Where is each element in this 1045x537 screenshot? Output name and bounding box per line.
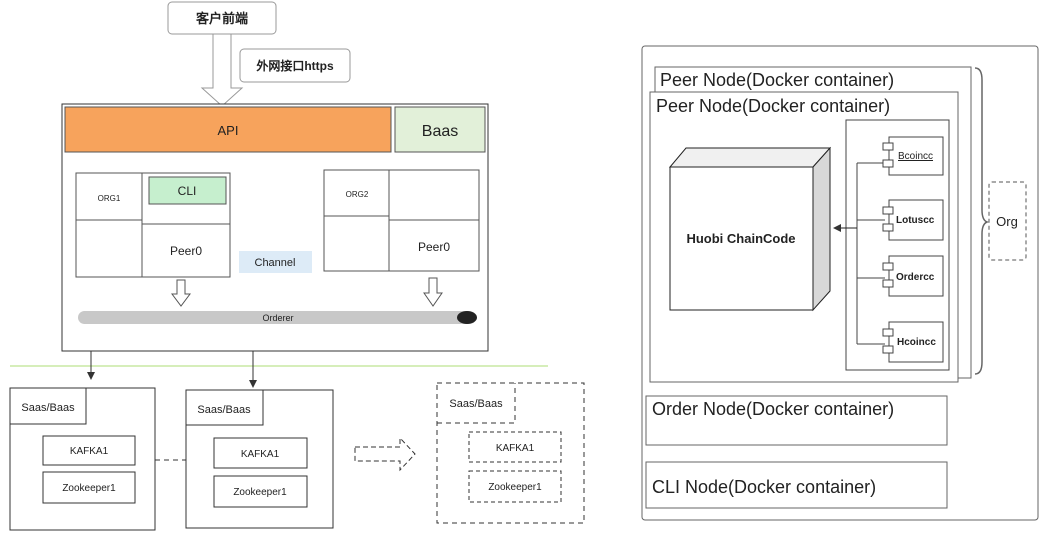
peer0-right-label: Peer0 bbox=[418, 240, 450, 254]
kafka1-c-label: KAFKA1 bbox=[496, 443, 535, 454]
peer0-left-label: Peer0 bbox=[170, 244, 202, 258]
peer-node-front-label: Peer Node(Docker container) bbox=[656, 96, 890, 116]
client-to-api-arrow bbox=[200, 33, 244, 107]
bcoincc-label: Bcoincc bbox=[898, 151, 933, 162]
ordercc-component: Ordercc bbox=[882, 255, 944, 297]
kafka1-b-label: KAFKA1 bbox=[241, 449, 280, 460]
zookeeper1-b-box bbox=[213, 475, 308, 508]
order-node bbox=[645, 395, 948, 446]
https-interface-box bbox=[239, 48, 351, 83]
zookeeper1-c-label: Zookeeper1 bbox=[488, 482, 542, 493]
saas-baas-1-label: Saas/Baas bbox=[21, 402, 75, 414]
client-frontend-label: 客户前端 bbox=[196, 11, 248, 26]
peer0-left-down-arrow bbox=[171, 279, 191, 307]
orderer-label: Orderer bbox=[262, 313, 293, 323]
cli-label: CLI bbox=[178, 184, 197, 198]
chaincode-box bbox=[669, 166, 814, 311]
zookeeper1-a-box bbox=[42, 471, 136, 504]
kafka1-a-label: KAFKA1 bbox=[70, 446, 109, 457]
bcoincc-component: Bcoincc bbox=[882, 136, 944, 176]
chaincode-label: Huobi ChainCode bbox=[686, 231, 795, 246]
kafka1-b-box bbox=[213, 437, 308, 469]
channel-label: Channel bbox=[255, 257, 296, 269]
lotuscc-component: Lotuscc bbox=[882, 199, 944, 241]
cli-node bbox=[645, 461, 948, 509]
orderer-bar bbox=[78, 311, 476, 324]
kafka1-a-box bbox=[42, 435, 136, 466]
hcoincc-component: Hcoincc bbox=[882, 321, 944, 363]
saas-baas-2-label: Saas/Baas bbox=[197, 404, 251, 416]
kafka1-c-box bbox=[468, 431, 562, 463]
baas-box bbox=[394, 106, 486, 153]
cli-box bbox=[148, 176, 227, 205]
chaincode-top-face bbox=[668, 147, 832, 168]
baas-label: Baas bbox=[422, 123, 458, 140]
cli-node-label: CLI Node(Docker container) bbox=[652, 477, 876, 497]
ordercc-label: Ordercc bbox=[896, 272, 935, 283]
lotuscc-label: Lotuscc bbox=[896, 215, 935, 226]
https-interface-label: 外网接口https bbox=[256, 58, 334, 73]
hcoincc-label: Hcoincc bbox=[897, 337, 936, 348]
scale-out-arrow bbox=[354, 436, 416, 472]
saas-baas-3-label: Saas/Baas bbox=[449, 398, 503, 410]
org-brace bbox=[974, 67, 990, 375]
org-box bbox=[988, 181, 1027, 261]
channel-box bbox=[239, 251, 312, 273]
chaincode-side-face bbox=[812, 146, 831, 312]
zookeeper1-a-label: Zookeeper1 bbox=[62, 483, 116, 494]
api-bar bbox=[64, 106, 392, 153]
orderer-end-cap bbox=[457, 311, 477, 324]
peer0-right-down-arrow bbox=[423, 277, 443, 307]
api-label: API bbox=[218, 123, 239, 138]
zookeeper1-b-label: Zookeeper1 bbox=[233, 487, 287, 498]
org-label: Org bbox=[996, 214, 1018, 229]
org1-label: ORG1 bbox=[98, 194, 121, 203]
order-node-label: Order Node(Docker container) bbox=[652, 399, 894, 419]
zookeeper1-c-box bbox=[468, 470, 562, 503]
org2-label: ORG2 bbox=[346, 190, 369, 199]
peer-node-back-label: Peer Node(Docker container) bbox=[660, 70, 894, 90]
